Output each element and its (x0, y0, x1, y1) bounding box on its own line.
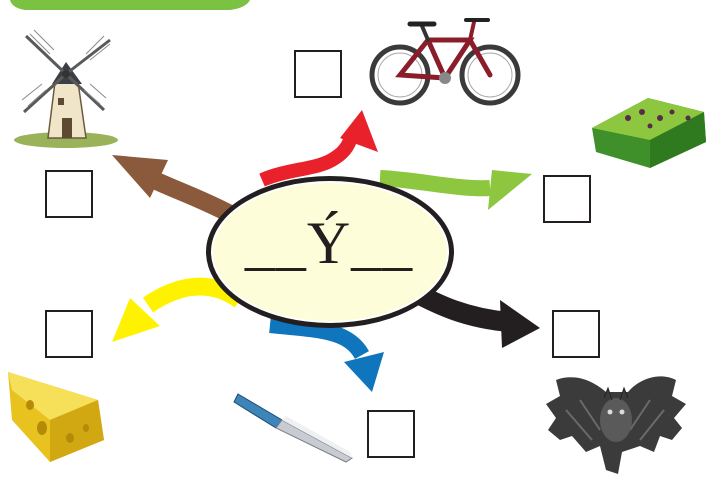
arrow-blue (269, 317, 384, 392)
arrow-red (259, 110, 378, 187)
bat-icon (546, 376, 686, 474)
arrow-green (379, 170, 532, 210)
top-banner (10, 0, 250, 10)
soap-bar-icon (592, 98, 706, 168)
arrow-black (405, 281, 540, 348)
bicycle-icon (369, 18, 521, 106)
knife-answer-box[interactable] (367, 410, 415, 458)
windmill-answer-box[interactable] (45, 170, 93, 218)
knife-icon (233, 393, 353, 463)
bat-answer-box[interactable] (552, 310, 600, 358)
windmill-icon (14, 29, 118, 148)
soap-bar-answer-box[interactable] (543, 175, 591, 223)
arrow-yellow (112, 277, 246, 342)
cheese-answer-box[interactable] (45, 310, 93, 358)
letter-pattern: __Ý__ (244, 210, 414, 276)
arrow-brown (112, 155, 241, 224)
cheese-icon (8, 372, 104, 462)
bicycle-answer-box[interactable] (294, 50, 342, 98)
